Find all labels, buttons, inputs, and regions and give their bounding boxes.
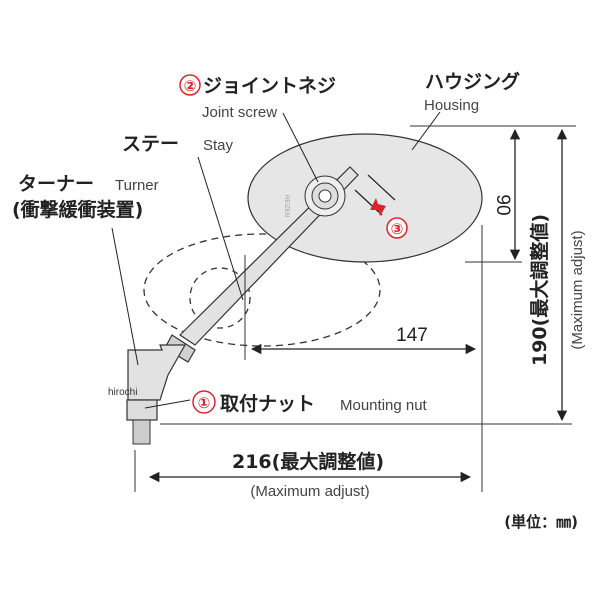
turner-label-en: Turner: [115, 177, 159, 194]
joint-screw-label-jp: ジョイントネジ: [203, 75, 336, 97]
stay-label-jp: ステー: [122, 133, 179, 155]
turner: [126, 344, 187, 445]
angle-arrow-icon: [370, 198, 386, 216]
joint-screw-label-en: Joint screw: [202, 104, 277, 121]
watermark: hirochi: [108, 387, 137, 398]
dim-90-label: 90: [492, 194, 513, 215]
dim-147-label: 147: [396, 325, 428, 346]
dim-190-label: 190(最大調整値): [528, 214, 551, 366]
adjust-range-outline: [143, 233, 381, 347]
dim-216-sublabel: (Maximum adjust): [250, 483, 369, 500]
turner-label-jp: ターナー: [18, 173, 94, 195]
turner-sublabel: (衝撃緩衝装置): [12, 198, 143, 221]
nut-label-jp: 取付ナット: [220, 392, 315, 415]
mounting-thread: [132, 419, 151, 445]
angle-number: ③: [391, 220, 404, 238]
dim-190-sublabel: (Maximum adjust): [569, 230, 586, 349]
joint-screw-number: ②: [184, 77, 197, 95]
nut-number: ①: [198, 394, 211, 412]
mounting-nut: [126, 399, 158, 421]
unit-label: (単位：㎜): [504, 513, 578, 531]
dim-216-label: 216(最大調整値): [232, 450, 384, 473]
housing-label-jp: ハウジング: [425, 70, 520, 93]
mirror-housing: [247, 133, 483, 263]
adjust-range-inner: [189, 267, 251, 329]
joint-screw: [304, 175, 346, 217]
housing-label-en: Housing: [424, 97, 479, 114]
nut-label-en: Mounting nut: [340, 397, 428, 414]
housing-brand-mark: REIZEN: [283, 195, 289, 217]
stay-label-en: Stay: [203, 137, 234, 154]
